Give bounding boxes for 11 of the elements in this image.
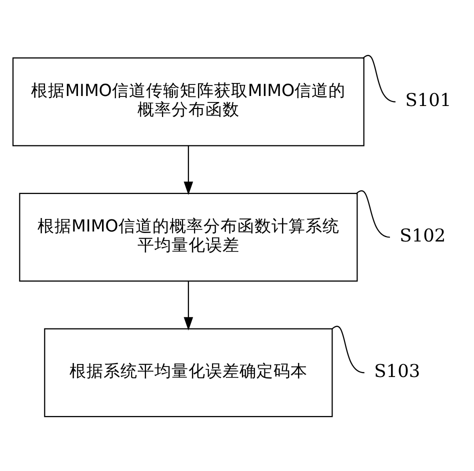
arrow: [184, 145, 194, 194]
node-text: S103: [374, 361, 420, 382]
connector: [331, 326, 365, 373]
node-box: 根据MIMO信道的概率分布函数计算系统平均量化误差: [19, 192, 358, 282]
connector: [362, 54, 396, 102]
node-box: 根据MIMO信道传输矩阵获取MIMO信道的概率分布函数: [12, 56, 364, 146]
node-text: S101: [405, 90, 452, 111]
connector: [356, 190, 390, 238]
node-box: 根据系统平均量化误差确定码本: [44, 328, 333, 417]
node-text: S102: [400, 226, 446, 246]
arrow: [184, 280, 194, 330]
